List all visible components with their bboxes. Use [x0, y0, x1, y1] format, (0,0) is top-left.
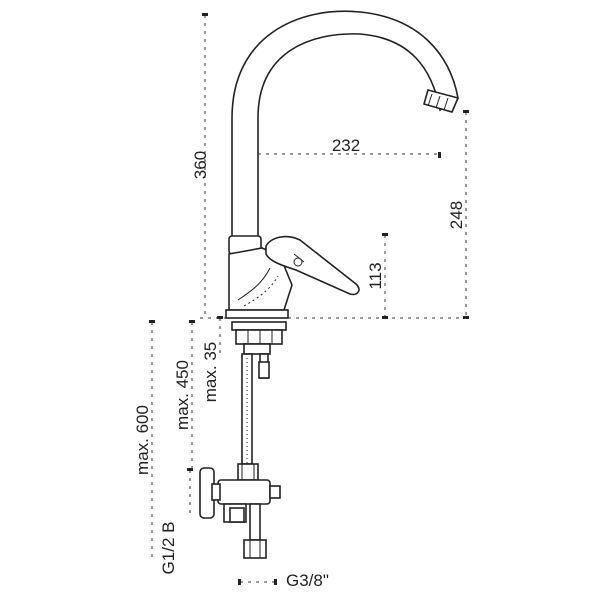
valve-outlet-nut	[229, 507, 245, 523]
dim-tick	[202, 13, 208, 16]
dim-tick	[189, 320, 195, 323]
mounting-rod-end	[258, 361, 270, 379]
label-height-total: 360	[191, 151, 210, 179]
dim-tick	[149, 320, 155, 323]
angle-valve	[199, 463, 281, 559]
dim-tick	[238, 579, 241, 585]
spout	[231, 10, 459, 241]
faucet	[225, 10, 460, 319]
label-reach: 232	[332, 136, 360, 155]
dim-tick	[217, 316, 223, 319]
dim-tick	[463, 110, 469, 113]
dim-tick	[187, 468, 193, 471]
valve-spindle	[269, 485, 281, 499]
mounting-assembly	[231, 321, 287, 465]
label-spout-height: 248	[447, 201, 466, 229]
valve-body	[217, 479, 271, 505]
label-lever-height: 113	[366, 262, 385, 289]
label-deck-thickness: max. 35	[201, 342, 220, 402]
valve-handle-stem	[211, 483, 221, 501]
dim-tick	[274, 579, 277, 585]
label-hose-below-deck: max. 450	[173, 360, 192, 430]
base-flange	[225, 309, 289, 319]
supply-nut	[243, 539, 267, 559]
dim-tick	[438, 152, 441, 158]
dim-tick	[382, 233, 388, 236]
threaded-stud	[243, 343, 271, 355]
supply-pipe	[249, 503, 261, 541]
label-inlet-thread: G1/2 B	[159, 522, 178, 575]
mounting-nut	[235, 329, 283, 345]
label-outlet-thread: G3/8"	[286, 571, 329, 590]
label-hose-total: max. 600	[133, 405, 152, 475]
hose-nut	[237, 463, 259, 481]
lever-handle	[265, 235, 360, 296]
mounting-washer	[231, 321, 287, 331]
spout-aerator	[423, 89, 460, 113]
